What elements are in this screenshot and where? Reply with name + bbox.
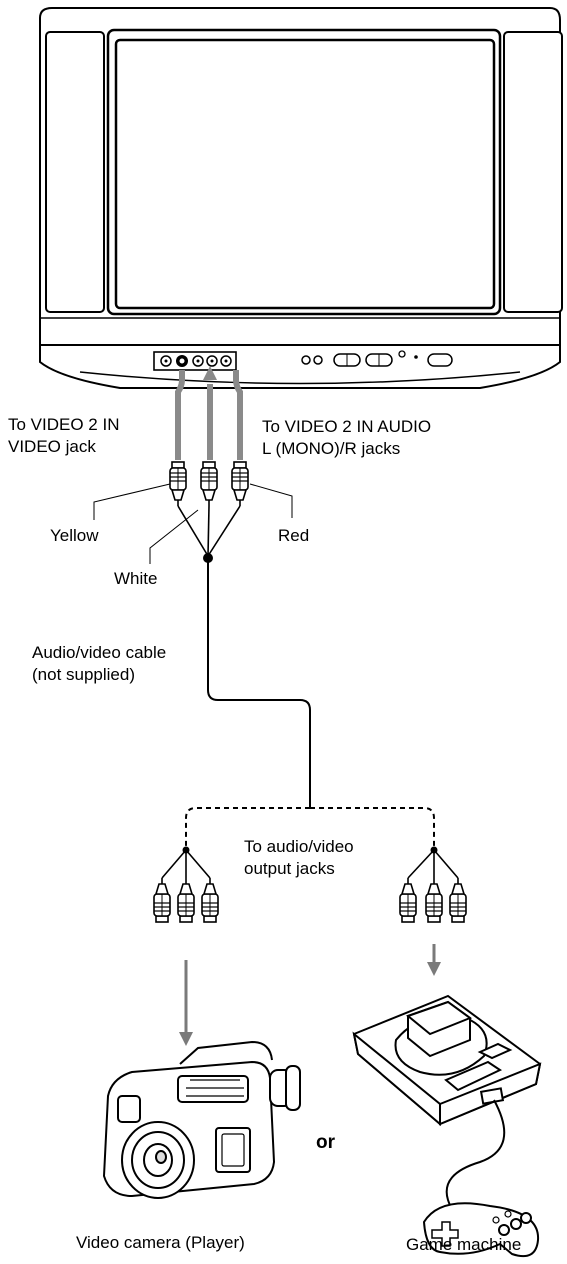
rca-plug-icon [169, 461, 187, 507]
rca-plug-icon [231, 461, 249, 507]
audio-jacks-label: To VIDEO 2 IN AUDIO L (MONO)/R jacks [262, 417, 432, 458]
output-jacks-label: To audio/video output jacks [244, 837, 354, 878]
arrow-down-icon [179, 960, 193, 1046]
arrow-down-icon [427, 944, 441, 976]
dashed-split [185, 807, 435, 848]
red-label: Red [278, 526, 310, 545]
rca-plug-icon [399, 877, 417, 923]
leader-lines [93, 483, 293, 564]
rca-plug-icon [449, 877, 467, 923]
left-plug-group [161, 846, 211, 879]
junction [177, 505, 241, 563]
rca-plug-icon [425, 877, 443, 923]
cable-bundle [175, 366, 243, 460]
rca-plug-icon [177, 877, 195, 923]
yellow-label: Yellow [50, 526, 99, 545]
rca-plug-icon [153, 877, 171, 923]
camera-caption: Video camera (Player) [76, 1233, 245, 1252]
or-label: or [316, 1132, 335, 1153]
audio-video-cable [207, 560, 311, 808]
video-camera-icon [102, 1040, 301, 1199]
rca-plug-icon [201, 877, 219, 923]
rca-plug-icon [200, 461, 218, 507]
right-plug-group [407, 846, 459, 879]
white-label: White [114, 569, 158, 588]
video-jack-label: To VIDEO 2 IN VIDEO jack [8, 415, 120, 456]
cable-label: Audio/video cable (not supplied) [32, 643, 167, 684]
tv-icon [39, 7, 563, 389]
game-caption: Game machine [406, 1235, 522, 1254]
gamepad-icon [422, 1202, 540, 1258]
game-console-icon [352, 994, 542, 1127]
